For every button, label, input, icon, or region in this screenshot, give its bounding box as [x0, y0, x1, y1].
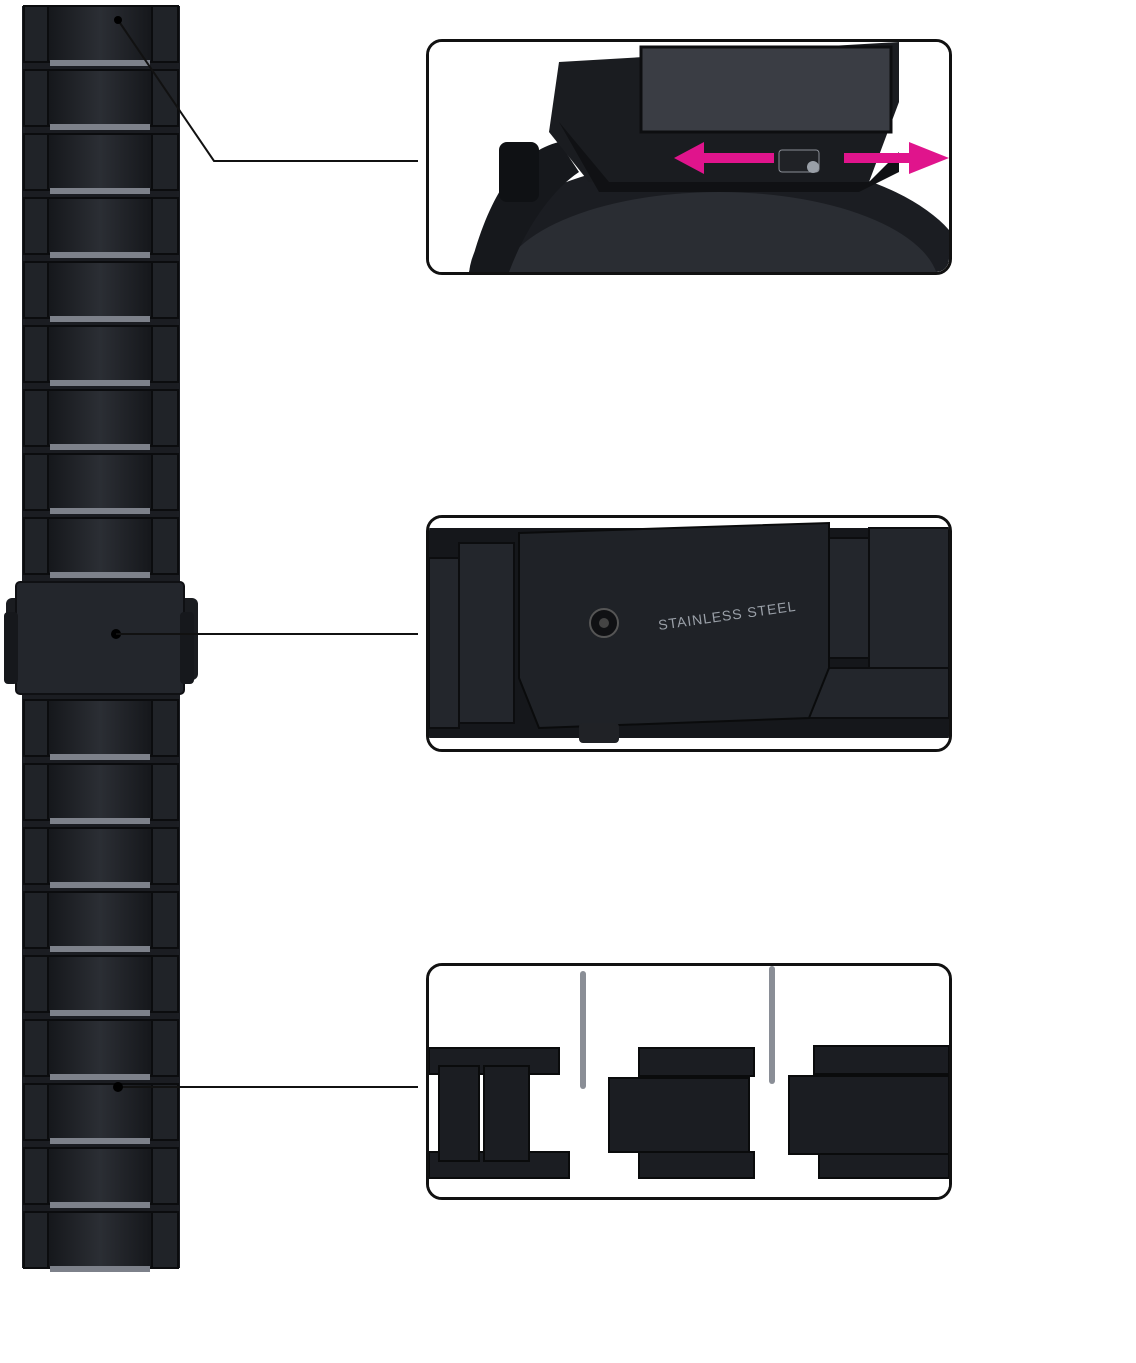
link-pin-icon	[580, 966, 775, 1089]
strap-link	[23, 699, 49, 757]
strap-link	[151, 325, 179, 383]
strap-link	[23, 763, 49, 821]
link-highlight	[50, 818, 150, 824]
strap-link	[23, 1019, 49, 1077]
strap-link	[47, 389, 153, 447]
strap-link	[151, 389, 179, 447]
strap-link	[23, 1083, 49, 1141]
link-highlight	[50, 252, 150, 258]
strap-link	[23, 389, 49, 447]
strap-link	[47, 453, 153, 511]
link-highlight	[50, 1202, 150, 1208]
link-highlight	[50, 508, 150, 514]
watch-strap	[4, 5, 198, 1272]
strap-link	[47, 1083, 153, 1141]
strap-link	[23, 69, 49, 127]
strap-link	[151, 1211, 179, 1269]
clasp-detail-panel: STAINLESS STEEL	[426, 515, 952, 752]
link-highlight	[50, 188, 150, 194]
strap-link	[47, 325, 153, 383]
strap-link	[151, 197, 179, 255]
quick-release-detail-panel	[426, 39, 952, 275]
link-highlight	[50, 316, 150, 322]
strap-link	[151, 1019, 179, 1077]
strap-link	[47, 197, 153, 255]
strap-link	[151, 891, 179, 949]
links-detail-panel	[426, 963, 952, 1200]
link-highlight	[50, 572, 150, 578]
strap-link	[151, 517, 179, 575]
strap-link	[151, 69, 179, 127]
strap-link	[151, 1083, 179, 1141]
strap-link	[47, 763, 153, 821]
strap-link	[23, 1147, 49, 1205]
link-highlight	[50, 882, 150, 888]
strap-link	[23, 891, 49, 949]
strap-link	[151, 827, 179, 885]
strap-link	[47, 133, 153, 191]
strap-link	[23, 197, 49, 255]
link-highlight	[50, 1074, 150, 1080]
strap-link	[151, 453, 179, 511]
strap-link	[47, 1211, 153, 1269]
link-highlight	[50, 946, 150, 952]
strap-link	[47, 5, 153, 63]
strap-link	[151, 133, 179, 191]
strap-link	[151, 261, 179, 319]
strap-link	[23, 517, 49, 575]
link-highlight	[50, 444, 150, 450]
strap-link	[23, 1211, 49, 1269]
link-highlight	[50, 124, 150, 130]
strap-link	[23, 5, 49, 63]
link-highlight	[50, 1266, 150, 1272]
link-highlight	[50, 1138, 150, 1144]
strap-link	[47, 1147, 153, 1205]
strap-link	[151, 763, 179, 821]
strap-link	[151, 5, 179, 63]
strap-link	[23, 453, 49, 511]
link-highlight	[50, 1010, 150, 1016]
strap-link	[151, 699, 179, 757]
strap-link	[151, 1147, 179, 1205]
strap-link	[23, 133, 49, 191]
strap-link	[151, 955, 179, 1013]
double-arrow-icon	[674, 142, 949, 174]
strap-link	[47, 517, 153, 575]
link-highlight	[50, 380, 150, 386]
link-highlight	[50, 60, 150, 66]
link-highlight	[50, 754, 150, 760]
